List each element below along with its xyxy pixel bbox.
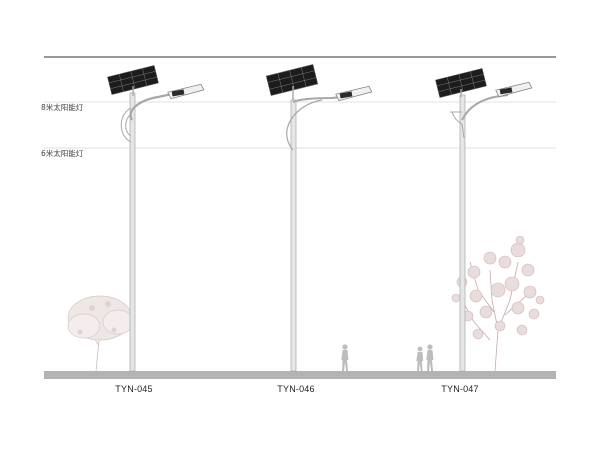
pole bbox=[290, 99, 297, 372]
tree-right bbox=[451, 235, 545, 372]
solar-panel bbox=[265, 64, 319, 96]
decorative-bracket bbox=[450, 111, 465, 139]
decorative-scroll bbox=[120, 107, 132, 143]
height-label-8m: 8米太阳能灯 bbox=[41, 103, 84, 112]
pedestrian-2 bbox=[416, 346, 424, 371]
lamp-head bbox=[495, 81, 533, 98]
lamp-arm bbox=[292, 96, 341, 103]
model-label-tyn-045: TYN-045 bbox=[115, 384, 153, 394]
lamp-head bbox=[335, 85, 373, 102]
ground bbox=[44, 371, 556, 379]
pedestrian-1 bbox=[341, 344, 349, 371]
solar-panel bbox=[107, 65, 159, 95]
pole bbox=[129, 92, 136, 372]
solar-panel bbox=[435, 68, 487, 98]
lamp-arm bbox=[461, 94, 509, 121]
model-label-tyn-047: TYN-047 bbox=[441, 384, 479, 394]
lamp-head bbox=[167, 83, 205, 100]
tree-left bbox=[67, 295, 134, 372]
street-light-tyn-046 bbox=[265, 64, 373, 372]
pedestrian-3 bbox=[426, 344, 434, 371]
height-label-6m: 6米太阳能灯 bbox=[41, 149, 84, 158]
lamp-arm bbox=[129, 92, 173, 121]
model-label-tyn-046: TYN-046 bbox=[277, 384, 315, 394]
pole bbox=[459, 94, 466, 372]
lamp-arm-lower bbox=[286, 99, 323, 151]
street-light-tyn-045 bbox=[107, 65, 205, 372]
street-light-tyn-047 bbox=[435, 68, 533, 372]
